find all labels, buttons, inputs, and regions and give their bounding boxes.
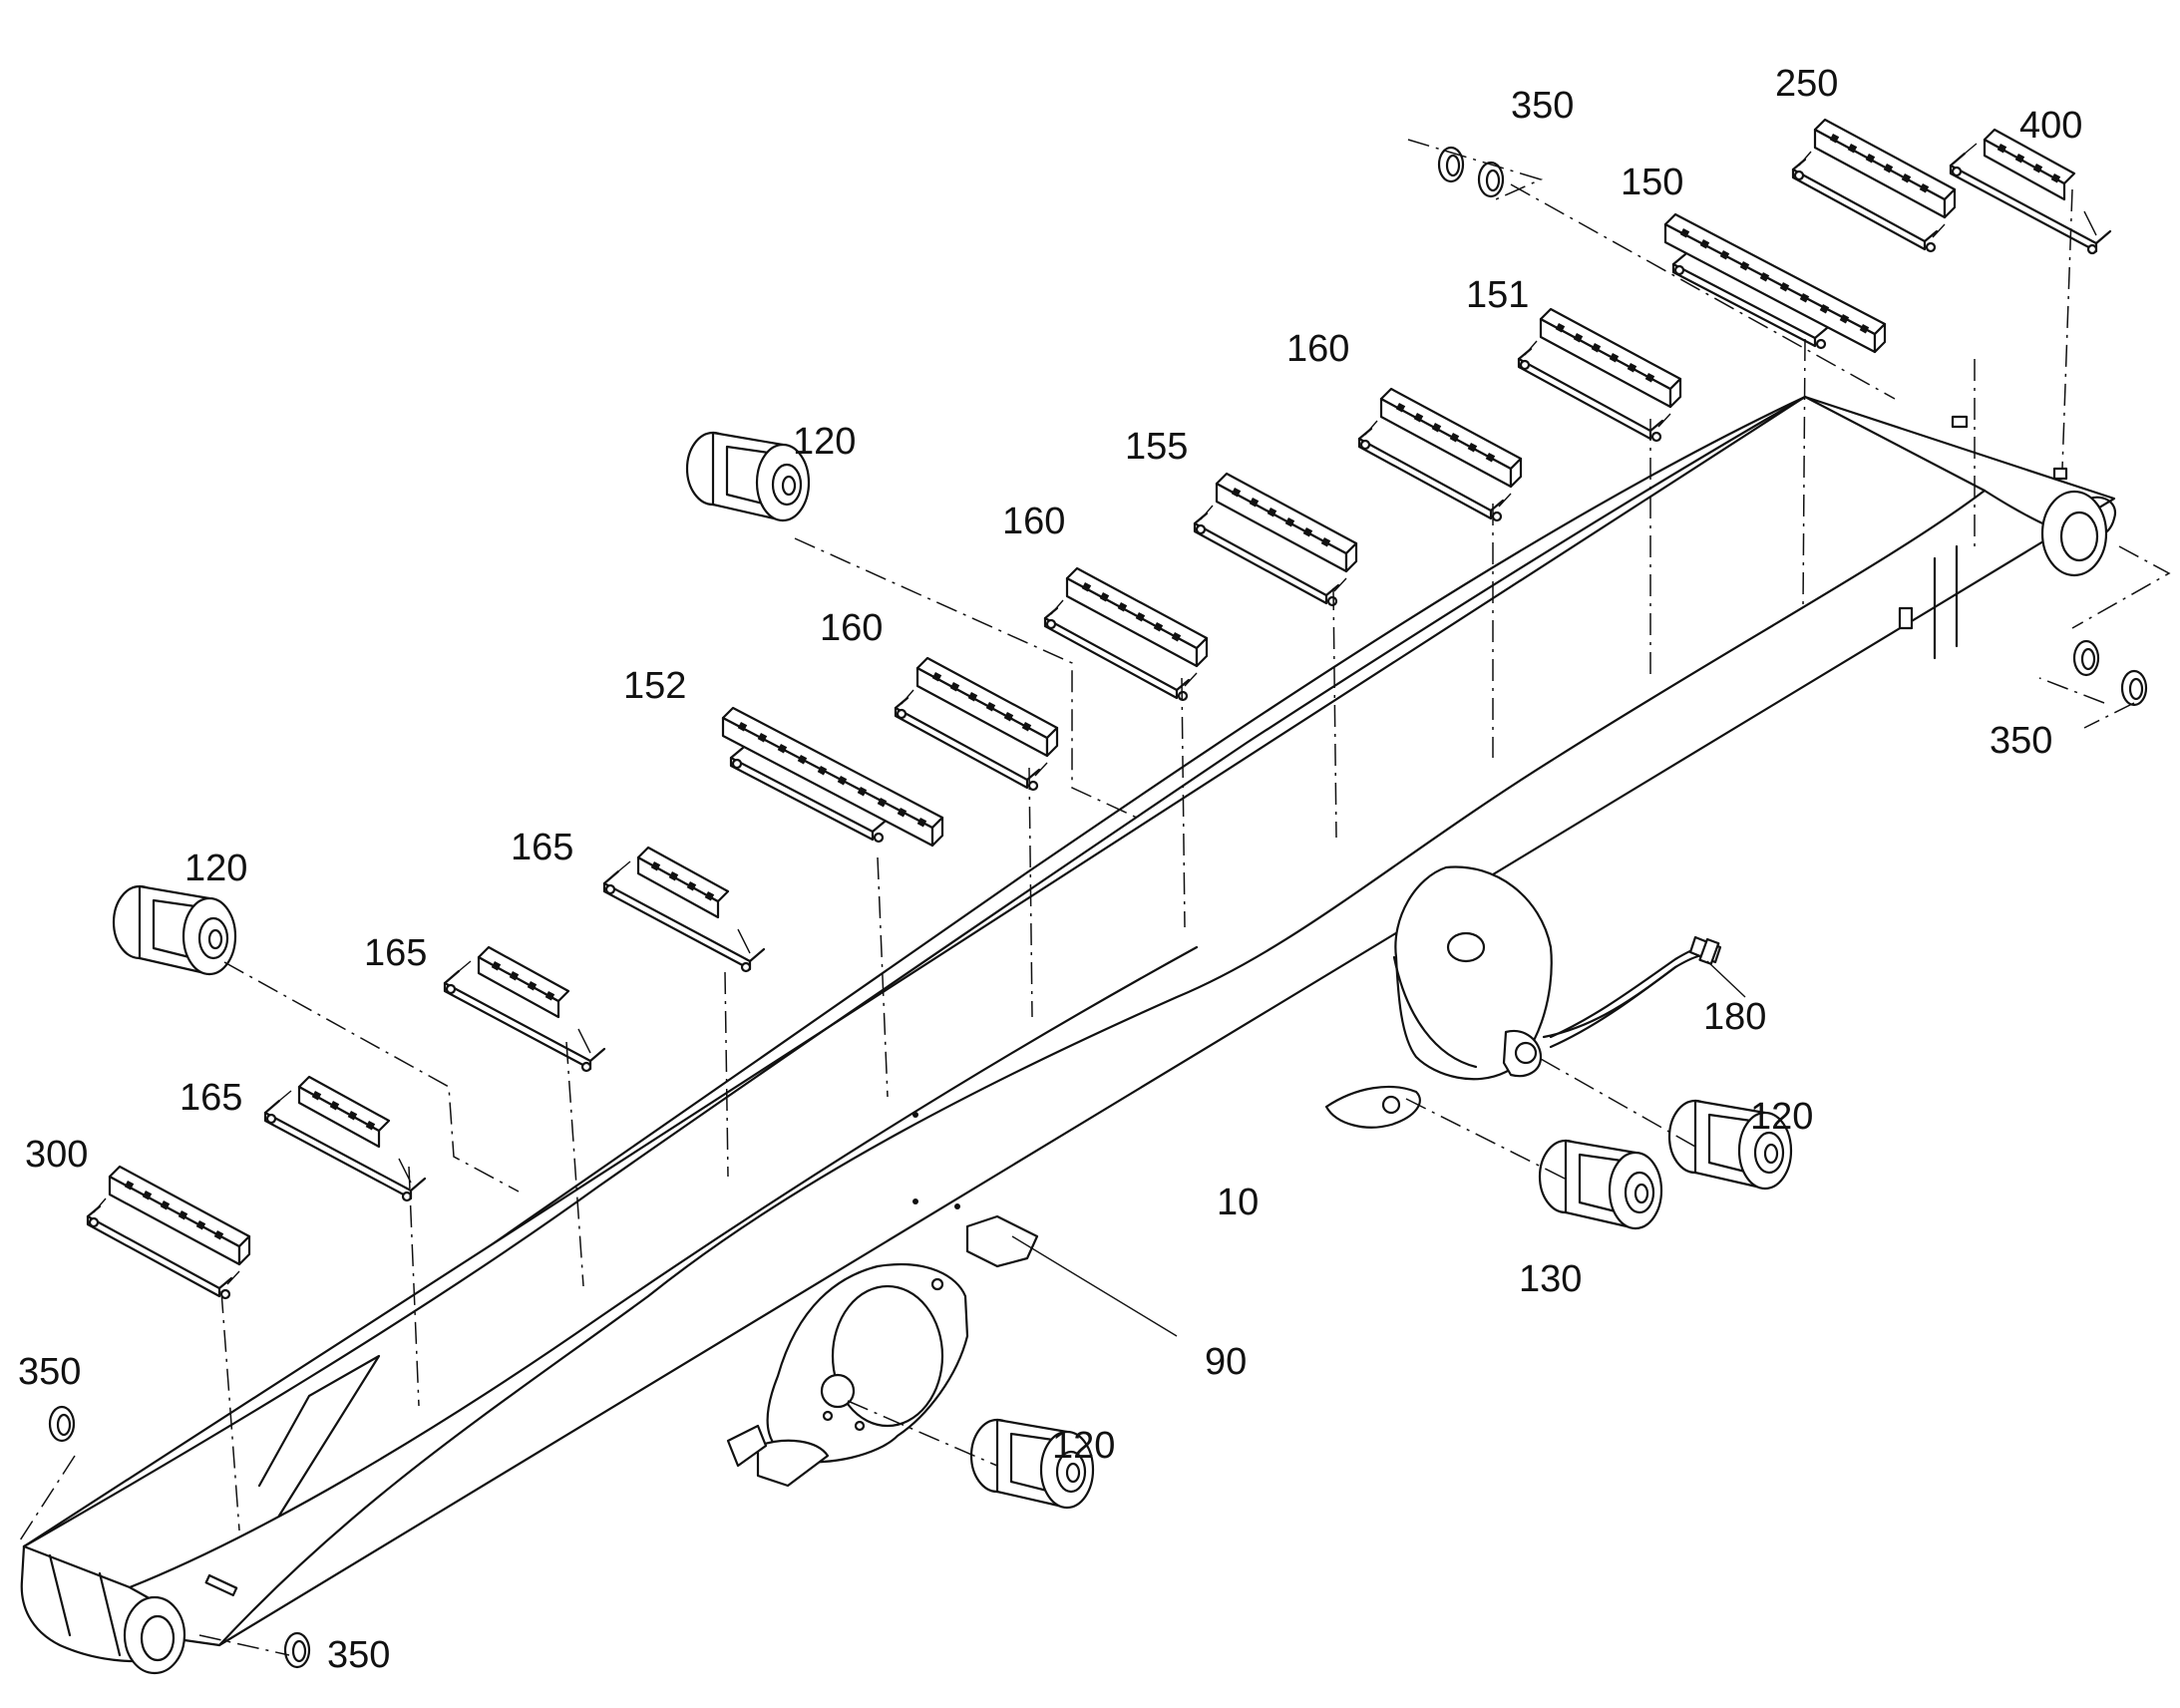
part-350-ring-bottom bbox=[283, 1631, 311, 1669]
part-165-clip-a bbox=[602, 846, 766, 973]
label-120-top: 120 bbox=[793, 421, 856, 463]
label-160-c: 160 bbox=[820, 607, 883, 649]
label-120-bottom: 120 bbox=[1052, 1425, 1115, 1467]
label-350-top: 350 bbox=[1511, 85, 1574, 127]
label-130: 130 bbox=[1519, 1258, 1582, 1300]
part-130-pin bbox=[1538, 1139, 1663, 1230]
part-160-clip-a bbox=[1357, 387, 1523, 522]
label-160-a: 160 bbox=[1286, 328, 1349, 370]
label-10: 10 bbox=[1217, 1182, 1259, 1223]
label-151: 151 bbox=[1466, 274, 1529, 316]
part-120-pin-top bbox=[685, 431, 811, 522]
assembly-lines bbox=[19, 139, 2171, 1656]
label-300: 300 bbox=[25, 1134, 88, 1176]
callout-labels: 350 250 400 150 151 160 155 120 160 160 … bbox=[18, 63, 2082, 1676]
label-120-right: 120 bbox=[1750, 1096, 1813, 1138]
part-300-clip bbox=[86, 1165, 251, 1300]
label-90: 90 bbox=[1205, 1341, 1247, 1383]
label-165-c: 165 bbox=[180, 1077, 242, 1119]
part-400-bracket bbox=[1949, 128, 2112, 255]
label-250: 250 bbox=[1775, 63, 1838, 105]
label-150: 150 bbox=[1621, 162, 1683, 203]
label-120-left: 120 bbox=[184, 848, 247, 889]
part-165-clip-c bbox=[263, 1075, 427, 1202]
label-152: 152 bbox=[623, 665, 686, 707]
boom-body bbox=[20, 395, 2117, 1675]
part-180-hose bbox=[1542, 965, 1677, 1039]
label-165-a: 165 bbox=[511, 827, 573, 868]
part-350-ring-left bbox=[48, 1405, 76, 1443]
part-165-clip-b bbox=[443, 945, 606, 1073]
label-350-left: 350 bbox=[18, 1351, 81, 1393]
label-165-b: 165 bbox=[364, 932, 427, 974]
label-180: 180 bbox=[1703, 996, 1766, 1038]
part-155-clip bbox=[1193, 472, 1358, 607]
label-160-b: 160 bbox=[1002, 501, 1065, 542]
part-120-pin-left bbox=[112, 884, 237, 976]
part-160-clip-c bbox=[894, 656, 1059, 792]
label-400: 400 bbox=[2019, 105, 2082, 147]
part-152-clip bbox=[721, 706, 944, 848]
label-155: 155 bbox=[1125, 426, 1188, 468]
label-350-right: 350 bbox=[1990, 720, 2052, 762]
part-151-clip bbox=[1517, 307, 1682, 443]
part-350-ring-right-b bbox=[2120, 669, 2148, 707]
label-350-bottom: 350 bbox=[327, 1634, 390, 1676]
part-350-ring-right-a bbox=[2072, 639, 2100, 677]
part-250-valve-block bbox=[1791, 118, 1957, 253]
